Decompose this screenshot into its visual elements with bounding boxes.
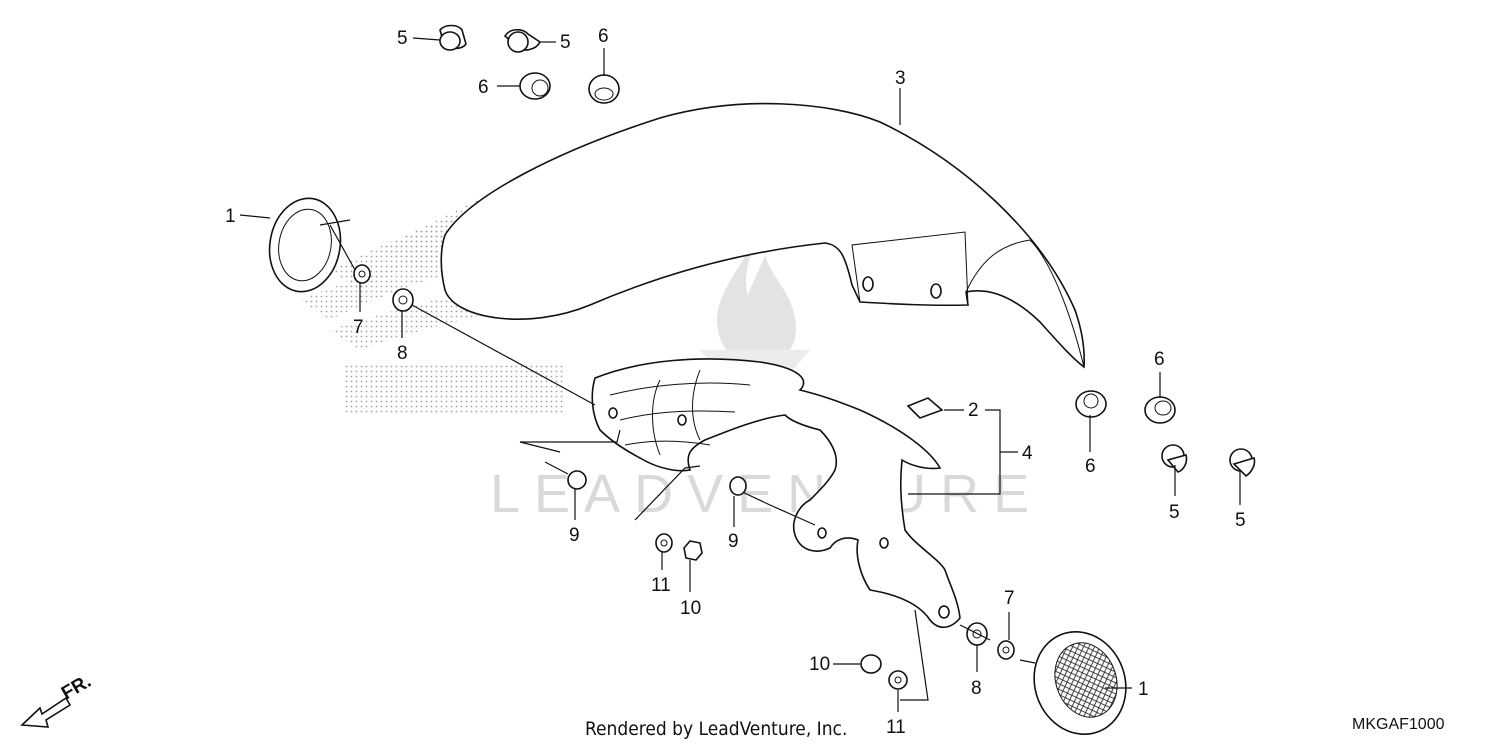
callout-9: 9 [728,531,739,552]
cushion-part [906,397,944,419]
callout-labels: 1 1 2 3 4 5 5 5 5 6 6 6 6 7 7 8 8 9 9 10… [225,26,1246,738]
callout-5: 5 [560,32,571,53]
front-fender [440,102,1085,369]
callout-3: 3 [895,68,906,89]
callout-6: 6 [1154,349,1165,370]
reflector-left [268,197,351,293]
callout-2: 2 [968,400,979,421]
callout-1: 1 [225,206,236,227]
reflector-right [1019,630,1127,736]
grommet-parts [519,72,1176,424]
callout-6: 6 [1085,456,1096,477]
leader-lines [239,37,1241,712]
diagram-code: MKGAF1000 [1352,716,1445,733]
callout-11: 11 [651,575,671,596]
callout-10: 10 [680,598,701,619]
render-credit-caption: Rendered by LeadVenture, Inc. [585,718,848,740]
collar-parts [439,24,1256,478]
callout-6: 6 [478,77,489,98]
callout-5: 5 [397,28,408,49]
callout-8: 8 [971,678,982,699]
callout-7: 7 [353,317,364,338]
callout-7: 7 [1004,588,1015,609]
callout-6: 6 [598,26,609,47]
callout-5: 5 [1235,510,1246,531]
fender-stay [591,358,961,629]
bolt-parts [544,461,771,506]
front-direction-arrow-icon: FR. [20,671,95,728]
callout-11: 11 [886,717,906,738]
callout-8: 8 [397,343,408,364]
nut-washer-parts [655,533,908,690]
callout-10: 10 [809,654,830,675]
callout-1: 1 [1138,679,1149,700]
callout-9: 9 [569,525,580,546]
callout-4: 4 [1022,443,1033,464]
callout-5: 5 [1169,502,1180,523]
